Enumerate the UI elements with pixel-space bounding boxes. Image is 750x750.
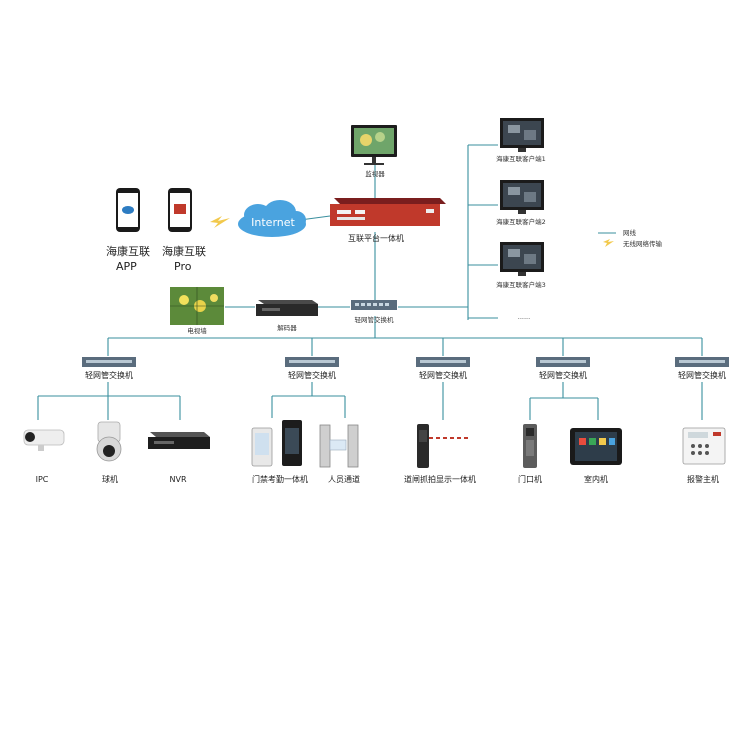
server-label: 互联平台一体机 — [348, 233, 404, 243]
client-3: 海康互联客户端3 — [496, 242, 546, 289]
legend-wired-label: 网线 — [623, 228, 637, 237]
legend-wireless-label: 无线网络传输 — [623, 239, 663, 248]
legend: 网线 无线网络传输 — [598, 228, 663, 248]
ipc-label: IPC — [36, 475, 49, 484]
ipc-camera: IPC — [23, 429, 65, 484]
switch-5-label: 轻网管交换机 — [678, 370, 726, 380]
app2-line1: 海康互联 — [162, 244, 206, 258]
alarm-host: 报警主机 — [682, 427, 726, 484]
decoder: 解码器 — [256, 300, 318, 332]
dome-camera: 球机 — [96, 421, 122, 484]
dome-label: 球机 — [102, 474, 118, 484]
phone-pro: 海康互联 Pro — [162, 188, 206, 273]
switch-4-label: 轻网管交换机 — [539, 370, 587, 380]
switch-1: 轻网管交换机 — [82, 357, 136, 380]
app2-line2: Pro — [174, 260, 192, 273]
app1-line2: APP — [116, 260, 137, 273]
client-1: 海康互联客户端1 — [496, 118, 546, 163]
client-1-label: 海康互联客户端1 — [496, 154, 546, 163]
tv-wall: 电视墙 — [170, 287, 224, 335]
core-switch: 轻网管交换机 — [351, 300, 397, 324]
switch-5: 轻网管交换机 — [675, 357, 729, 380]
phone-app: 海康互联 APP — [106, 188, 150, 273]
server-chassis — [330, 204, 440, 226]
switch-2: 轻网管交换机 — [285, 357, 339, 380]
wireless-bolt-icon — [210, 216, 230, 228]
nvr-label: NVR — [169, 475, 186, 484]
client-2-label: 海康互联客户端2 — [496, 217, 546, 226]
switch-1-label: 轻网管交换机 — [85, 370, 133, 380]
switch-3-label: 轻网管交换机 — [419, 370, 467, 380]
decoder-label: 解码器 — [277, 323, 297, 332]
monitor: 监视器 — [351, 125, 397, 178]
client-3-label: 海康互联客户端3 — [496, 280, 546, 289]
monitor-screen — [354, 128, 394, 154]
switch-3: 轻网管交换机 — [416, 357, 470, 380]
barrier-label: 道闸抓拍显示一体机 — [404, 474, 476, 484]
internet-label: Internet — [251, 216, 295, 229]
tv-wall-label: 电视墙 — [187, 326, 207, 335]
switch-2-label: 轻网管交换机 — [288, 370, 336, 380]
access-terminal: 门禁考勤一体机 — [251, 420, 308, 484]
door-station-label: 门口机 — [518, 474, 542, 484]
barrier-gate: 道闸抓拍显示一体机 — [404, 424, 476, 484]
platform-server: 互联平台一体机 — [330, 198, 446, 243]
switch-4: 轻网管交换机 — [536, 357, 590, 380]
client-2: 海康互联客户端2 — [496, 180, 546, 226]
indoor-monitor: 室内机 — [570, 428, 622, 484]
monitor-label: 监视器 — [365, 169, 385, 178]
channel-label: 人员通道 — [328, 474, 360, 484]
legend-wireless-icon — [603, 239, 614, 247]
core-switch-label: 轻网管交换机 — [355, 315, 395, 324]
internet-cloud: Internet — [238, 200, 306, 237]
door-station: 门口机 — [518, 424, 542, 484]
indoor-label: 室内机 — [584, 474, 608, 484]
alarm-label: 报警主机 — [687, 474, 719, 484]
wires — [37, 144, 703, 420]
app1-line1: 海康互联 — [106, 244, 150, 258]
access-label: 门禁考勤一体机 — [252, 474, 308, 484]
nvr-recorder: NVR — [148, 432, 210, 484]
clients-more: ...... — [518, 313, 530, 321]
turnstile-channel: 人员通道 — [319, 424, 360, 484]
